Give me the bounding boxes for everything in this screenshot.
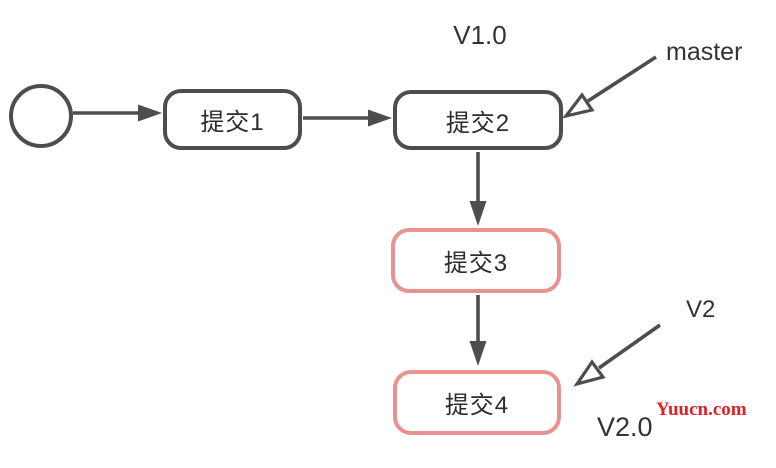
arrow-master-pointer <box>562 55 657 119</box>
node-commit4: 提交4 <box>393 370 561 435</box>
node-commit2-label: 提交2 <box>445 109 511 137</box>
arrow-commit1-to-commit2 <box>303 109 392 127</box>
start-node-circle <box>9 84 73 148</box>
arrow-commit2-to-commit3 <box>469 152 487 226</box>
arrow-v2-pointer <box>573 323 662 387</box>
arrow-commit3-to-commit4 <box>469 295 487 366</box>
node-commit3-label: 提交3 <box>443 250 509 277</box>
watermark-yuucn: Yuucn.com <box>656 399 747 420</box>
node-commit1-label: 提交1 <box>200 109 265 136</box>
arrow-start-to-commit1 <box>73 104 162 122</box>
version-label-v2.0: V2.0 <box>597 412 653 442</box>
node-commit1: 提交1 <box>163 89 302 150</box>
node-commit3: 提交3 <box>391 228 561 293</box>
version-label-v1.0: V1.0 <box>453 20 507 50</box>
branch-label-master: master <box>666 38 743 66</box>
branch-label-v2: V2 <box>686 296 716 323</box>
node-commit4-label: 提交4 <box>444 392 510 419</box>
node-commit2: 提交2 <box>393 90 563 150</box>
